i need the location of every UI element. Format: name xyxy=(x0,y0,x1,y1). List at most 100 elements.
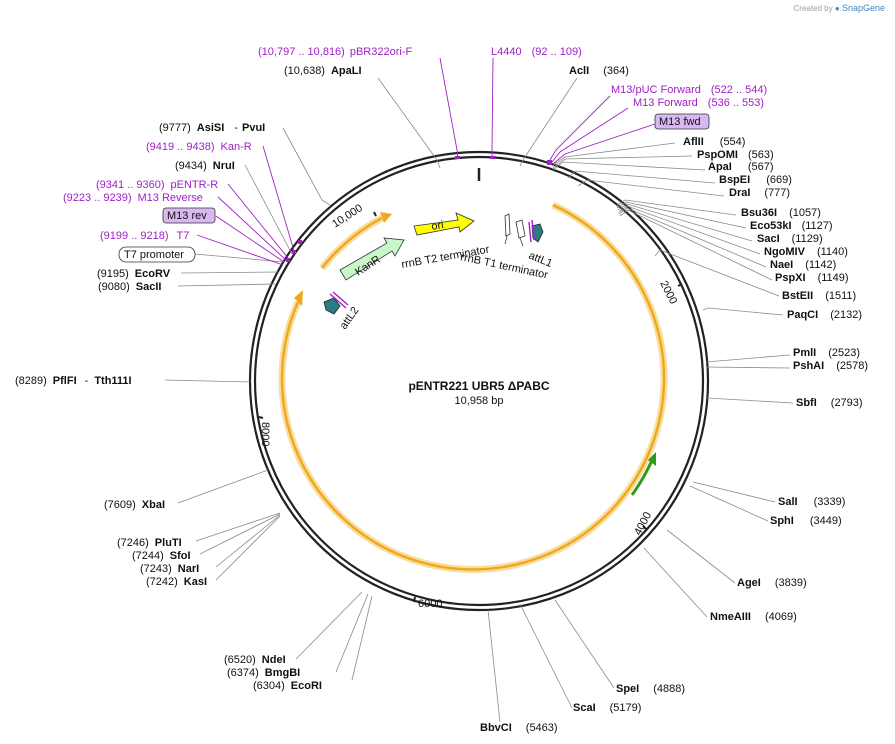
svg-text:NgoMIV(1140): NgoMIV(1140) xyxy=(764,246,848,258)
svg-text:(7609)XbaI: (7609)XbaI xyxy=(104,499,165,511)
apali-name: ApaLI xyxy=(331,65,362,77)
eco53ki-pos: (1127) xyxy=(802,220,833,232)
pentr-name: pENTR-R xyxy=(171,179,219,191)
svg-text:ApaI(567): ApaI (567) xyxy=(708,161,774,173)
m13rev-primer-name: M13 Reverse xyxy=(138,192,203,204)
tick-8000: 8000 xyxy=(259,422,271,446)
pluti-pos: (7246) xyxy=(117,537,149,549)
svg-text:BspEI(669): BspEI (669) xyxy=(719,174,792,186)
sacii-pos: (9080) xyxy=(98,281,130,293)
svg-text:DraI(777): DraI(777) xyxy=(729,187,790,199)
ndei-pos: (6520) xyxy=(224,654,256,666)
naei-name: NaeI xyxy=(770,259,793,271)
pbr322-range: (10,797 .. 10,816) xyxy=(258,46,345,58)
leader-lines xyxy=(164,57,794,723)
m13puc-range: (522 .. 544) xyxy=(711,84,767,96)
l4440-range: (92 .. 109) xyxy=(532,46,582,58)
bmgbi-name: BmgBI xyxy=(265,667,300,679)
nrui-pos: (9434) xyxy=(175,160,207,172)
scai-pos: (5179) xyxy=(610,702,642,714)
svg-text:(6304)EcoRI: (6304) EcoRI xyxy=(253,680,322,692)
sphi-name: SphI xyxy=(770,515,794,527)
svg-text:Bsu36I(1057): Bsu36I(1057) xyxy=(741,207,821,219)
sfoi-name: SfoI xyxy=(170,550,191,562)
pflfi-pos: (8289) xyxy=(15,375,47,387)
svg-text:AflII(554): AflII(554) xyxy=(683,136,745,148)
m13fwd-primer-name: M13 Forward xyxy=(633,97,698,109)
t7-promoter-label: T7 promoter xyxy=(124,249,184,261)
drai-name: DraI xyxy=(729,187,750,199)
m13rev-box-label: M13 rev xyxy=(167,210,207,222)
pspomi-pos: (563) xyxy=(748,149,774,161)
plasmid-name: pENTR221 UBR5 ΔPABC xyxy=(408,379,549,393)
svg-text:SacI(1129): SacI(1129) xyxy=(757,233,823,245)
spei-pos: (4888) xyxy=(653,683,685,695)
nari-name: NarI xyxy=(178,563,199,575)
sali-pos: (3339) xyxy=(814,496,846,508)
svg-text:(6520)NdeI: (6520) NdeI xyxy=(224,654,286,666)
ecorv-name: EcoRV xyxy=(135,268,171,280)
bsteii-pos: (1511) xyxy=(825,290,856,302)
orf-track xyxy=(278,201,668,573)
m13fwd-box xyxy=(654,113,710,130)
kanr-primer-name: Kan-R xyxy=(221,141,252,153)
bbvci-pos: (5463) xyxy=(526,722,558,734)
ecori-name: EcoRI xyxy=(291,680,322,692)
bbvci-name: BbvCI xyxy=(480,722,512,734)
svg-text:(9199 .. 9218)T7: (9199 .. 9218)T7 xyxy=(100,230,189,242)
svg-text:(6374)BmgBI: (6374) BmgBI xyxy=(227,667,300,679)
paqci-pos: (2132) xyxy=(830,309,862,321)
apai-name: ApaI xyxy=(708,161,732,173)
nrui-name: NruI xyxy=(213,160,235,172)
feature-ori: ori xyxy=(413,212,475,236)
svg-text:NmeAIII(4069): NmeAIII(4069) xyxy=(710,611,797,623)
bsu36i-name: Bsu36I xyxy=(741,207,777,219)
svg-text:SbfI(2793): SbfI(2793) xyxy=(796,397,863,409)
pspxi-pos: (1149) xyxy=(818,272,849,284)
bspei-pos: (669) xyxy=(766,174,792,186)
svg-text:(10,638)ApaLI: (10,638)ApaLI xyxy=(284,65,362,77)
svg-text:ScaI(5179): ScaI(5179) xyxy=(573,702,641,714)
pmli-pos: (2523) xyxy=(828,347,860,359)
svg-text:BstEII(1511): BstEII(1511) xyxy=(782,290,856,302)
l4440-name: L4440 xyxy=(491,46,522,58)
svg-text:SpeI(4888): SpeI(4888) xyxy=(616,683,685,695)
snapgene-credit: Created by ● SnapGene xyxy=(794,3,886,13)
pluti-name: PluTI xyxy=(155,537,182,549)
asisi-name: AsiSI xyxy=(197,122,225,134)
bspei-name: BspEI xyxy=(719,174,750,186)
snapgene-logo-icon: ● xyxy=(834,4,840,13)
svg-text:(8289)PflFI-Tth111I: (8289)PflFI-Tth111I xyxy=(15,375,132,387)
svg-text:(9080)SacII: (9080) SacII xyxy=(98,281,161,293)
svg-text:(7244)SfoI: (7244)SfoI xyxy=(132,550,191,562)
saci-pos: (1129) xyxy=(792,233,823,245)
svg-text:M13 Forward(536 .. 553): M13 Forward(536 .. 553) xyxy=(633,97,764,109)
m13rev-primer-range: (9223 .. 9239) xyxy=(63,192,132,204)
m13rev-box xyxy=(162,207,216,224)
svg-text:PmlI(2523): PmlI(2523) xyxy=(793,347,860,359)
bmgbi-pos: (6374) xyxy=(227,667,259,679)
kanr-primer-range: (9419 .. 9438) xyxy=(146,141,215,153)
sacii-name: SacII xyxy=(136,281,162,293)
svg-text:(7243)NarI: (7243)NarI xyxy=(140,563,199,575)
eco53ki-name: Eco53kI xyxy=(750,220,792,232)
ndei-name: NdeI xyxy=(262,654,286,666)
apai-pos: (567) xyxy=(748,161,774,173)
xbai-pos: (7609) xyxy=(104,499,136,511)
ecori-pos: (6304) xyxy=(253,680,285,692)
pspomi-name: PspOMI xyxy=(697,149,738,161)
ngomiv-pos: (1140) xyxy=(817,246,848,258)
svg-text:PspOMI(563): PspOMI (563) xyxy=(697,149,774,161)
feature-terminators: rrnB T2 terminator rrnB T1 terminator xyxy=(400,213,549,282)
svg-text:(9419 .. 9438)Kan-R: (9419 .. 9438) Kan-R xyxy=(146,141,252,153)
svg-text:AgeI(3839): AgeI(3839) xyxy=(737,577,807,589)
agei-pos: (3839) xyxy=(775,577,807,589)
acli-pos: (364) xyxy=(603,65,629,77)
svg-text:L4440(92 .. 109): L4440 (92 .. 109) xyxy=(491,46,582,58)
tth111i-name: Tth111I xyxy=(94,375,131,387)
svg-text:PshAI(2578): PshAI(2578) xyxy=(793,360,868,372)
nmeaiii-pos: (4069) xyxy=(765,611,797,623)
feature-attl1: attL1 xyxy=(527,219,554,270)
kasi-name: KasI xyxy=(184,576,207,588)
tick-10000: 10,000 xyxy=(330,202,365,230)
